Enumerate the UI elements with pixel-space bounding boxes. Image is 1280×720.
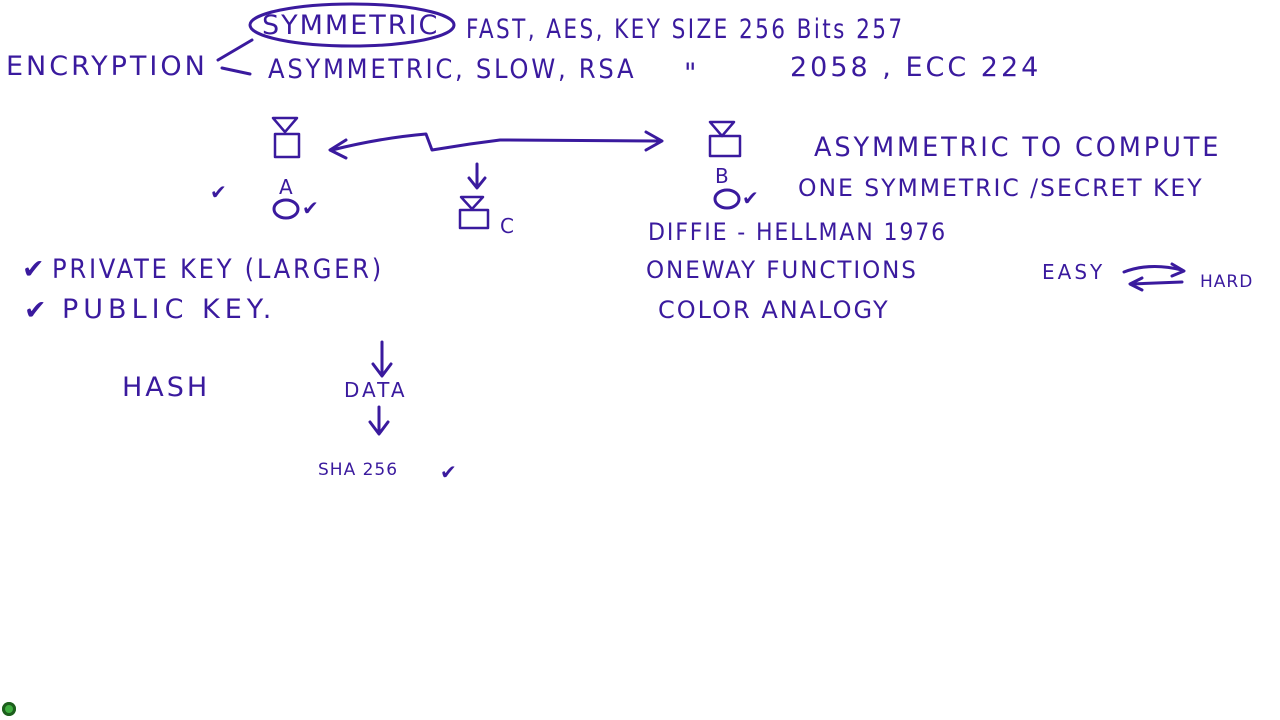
party-c-label: C — [500, 214, 517, 238]
symmetric-label: SYMMETRIC — [262, 10, 440, 41]
oneway-functions-note: ONEWAY FUNCTIONS — [646, 256, 918, 284]
symmetric-circle — [248, 2, 456, 48]
symmetric-details: FAST, AES, KEY SIZE 256 Bits 257 — [466, 14, 905, 45]
public-key-check: ✔ — [24, 295, 50, 326]
encryption-label: ENCRYPTION — [6, 51, 208, 82]
user-a-head — [272, 198, 300, 220]
data-label: DATA — [344, 378, 408, 402]
diffie-hellman-note: DIFFIE - HELLMAN 1976 — [648, 218, 948, 246]
party-a-label: A — [279, 175, 296, 199]
party-b-label: B — [715, 164, 732, 188]
asymmetric-ditto: " — [684, 58, 700, 89]
computer-c-icon — [458, 195, 490, 230]
one-key-note: ONE SYMMETRIC /SECRET KEY — [798, 174, 1204, 202]
easy-label: EASY — [1042, 260, 1106, 284]
left-check: ✔ — [210, 180, 230, 204]
exchange-arrow — [330, 132, 662, 152]
public-key-label: PUBLIC KEY. — [62, 294, 277, 325]
hard-label: HARD — [1200, 272, 1254, 292]
asymmetric-label: ASYMMETRIC, SLOW, RSA — [268, 54, 637, 85]
arrow-down-to-sha-icon — [368, 405, 390, 436]
exchange-arrowhead-right-icon — [644, 130, 664, 152]
private-key-check: ✔ — [22, 254, 48, 285]
sha256-label: SHA 256 — [318, 460, 399, 480]
branch-line-symmetric — [216, 38, 254, 62]
hash-label: HASH — [122, 372, 211, 403]
color-analogy-note: COLOR ANALOGY — [658, 296, 890, 324]
computer-b-icon — [708, 120, 742, 158]
private-key-label: PRIVATE KEY (LARGER) — [52, 254, 384, 285]
computer-a-icon — [271, 116, 301, 159]
party-b-check: ✔ — [742, 186, 762, 210]
party-a-check: ✔ — [302, 196, 322, 220]
arrow-down-to-c-icon — [467, 162, 487, 190]
corner-indicator-icon — [2, 702, 16, 716]
arrow-down-to-data-icon — [371, 340, 393, 378]
easy-hard-arrows — [1122, 262, 1186, 292]
user-b-head — [713, 188, 741, 210]
exchange-arrowhead-left-icon — [328, 138, 348, 160]
sha256-check: ✔ — [440, 460, 460, 484]
asymmetric-compute-note: ASYMMETRIC TO COMPUTE — [814, 132, 1222, 163]
asymmetric-key-size: 2058 , ECC 224 — [790, 52, 1042, 83]
branch-line-asymmetric — [220, 66, 252, 76]
